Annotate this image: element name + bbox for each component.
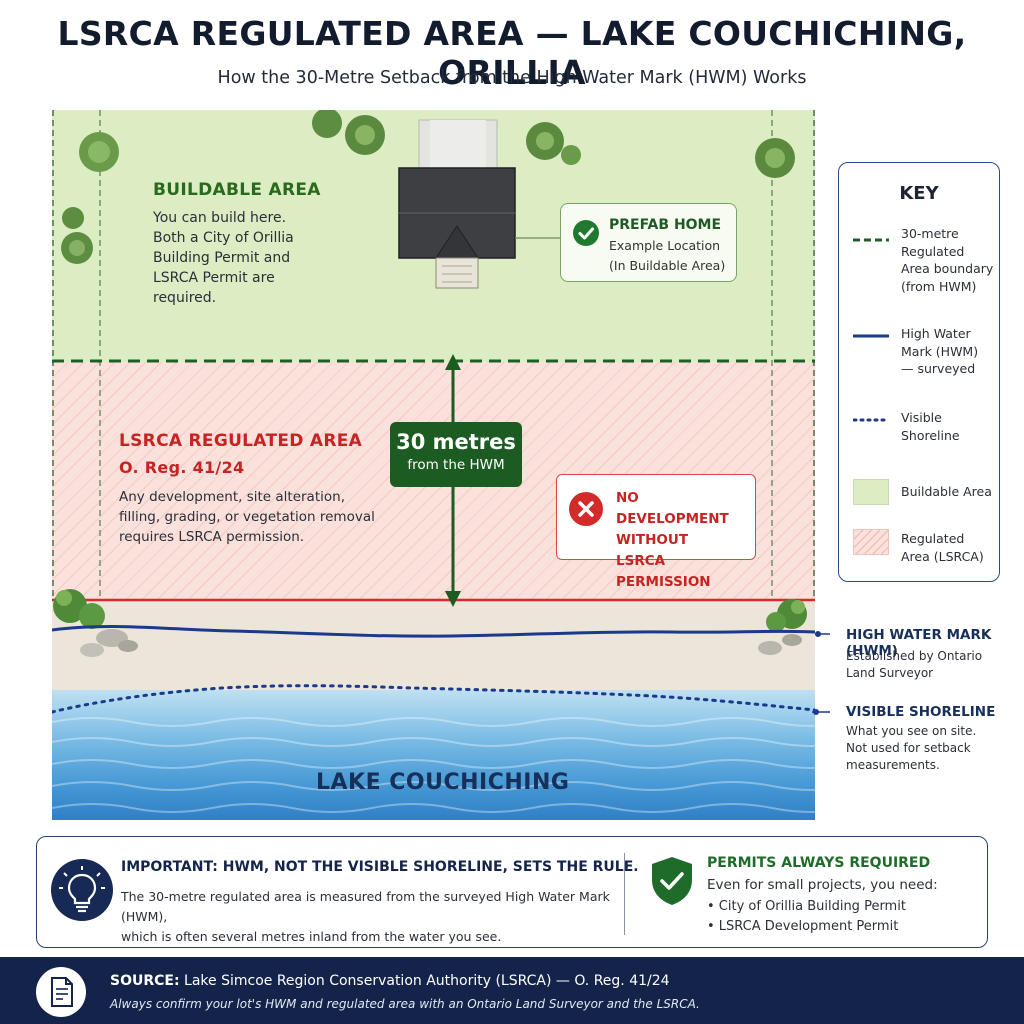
setback-measurement-label: 30 metres from the HWM <box>390 422 522 487</box>
key-label-regulated: Regulated Area (LSRCA) <box>901 531 984 564</box>
important-info-box: IMPORTANT: HWM, NOT THE VISIBLE SHORELIN… <box>36 836 988 948</box>
side-label-connectors <box>812 631 830 715</box>
source-label: SOURCE: <box>110 973 180 989</box>
key-title: KEY <box>899 183 939 204</box>
regulated-area-title: LSRCA REGULATED AREA <box>119 431 363 451</box>
source-line: SOURCE: Lake Simcoe Region Conservation … <box>110 973 670 989</box>
buildable-area-text: You can build here. Both a City of Orill… <box>153 208 294 308</box>
source-note: Always confirm your lot's HWM and regula… <box>110 997 700 1011</box>
lake-name: LAKE COUCHICHING <box>316 770 570 795</box>
info-divider <box>624 853 625 935</box>
regulated-area-text: Any development, site alteration, fillin… <box>119 487 375 547</box>
permit-item: • City of Orillia Building Permit <box>707 899 906 914</box>
hwm-side-text: Established by Ontario Land Surveyor <box>846 648 982 682</box>
no-development-callout: NO DEVELOPMENT WITHOUT LSRCA PERMISSION <box>556 474 756 590</box>
important-text: The 30-metre regulated area is measured … <box>121 887 641 947</box>
prefab-home-line: Example Location <box>609 238 721 253</box>
important-label: IMPORTANT: <box>121 859 218 875</box>
source-text: Lake Simcoe Region Conservation Authorit… <box>184 973 670 989</box>
no-development-line: WITHOUT <box>616 532 689 548</box>
hwm-side-title: HIGH WATER MARK (HWM) <box>846 627 992 659</box>
buildable-line: You can build here. <box>153 210 287 226</box>
important-line: The 30-metre regulated area is measured … <box>121 889 610 924</box>
prefab-home-callout: PREFAB HOME Example Location (In Buildab… <box>560 203 737 282</box>
permits-intro: Even for small projects, you need: <box>707 877 938 893</box>
prefab-home-line: (In Buildable Area) <box>609 258 726 273</box>
permit-item: • LSRCA Development Permit <box>707 919 899 934</box>
prefab-home-roof <box>398 167 516 289</box>
prefab-home-title: PREFAB HOME <box>609 217 722 233</box>
hwm-side-line: Established by Ontario <box>846 649 983 663</box>
buildable-line: Both a City of Orillia <box>153 230 294 246</box>
check-icon <box>573 220 599 246</box>
shoreline-side-text: What you see on site. Not used for setba… <box>846 723 976 774</box>
hwm-side-line: Land Surveyor <box>846 666 934 680</box>
key-label-hwm: High Water Mark (HWM) — surveyed <box>901 326 979 376</box>
key-label-buildable: Buildable Area <box>901 484 992 499</box>
shield-check-icon <box>652 857 692 905</box>
water-waves <box>52 717 815 813</box>
regulated-line: filling, grading, or vegetation removal <box>119 509 375 525</box>
shoreline-side-line: What you see on site. <box>846 724 977 738</box>
visible-shoreline-line <box>52 684 815 714</box>
shoreline-line-swatch <box>853 418 889 422</box>
regulated-area-regulation: O. Reg. 41/24 <box>119 458 245 477</box>
setback-arrow-down <box>445 591 461 607</box>
trees <box>61 110 795 264</box>
no-development-text: NO DEVELOPMENT WITHOUT LSRCA PERMISSION <box>616 488 754 593</box>
high-water-mark-line <box>52 625 815 638</box>
diagram-overlay <box>52 110 815 813</box>
lightbulb-icon <box>51 859 113 921</box>
lake-water <box>52 690 815 820</box>
document-icon <box>36 967 86 1017</box>
important-title: HWM, NOT THE VISIBLE SHORELINE, SETS THE… <box>222 859 639 875</box>
source-footer: SOURCE: Lake Simcoe Region Conservation … <box>0 957 1024 1024</box>
permits-title: PERMITS ALWAYS REQUIRED <box>707 855 931 871</box>
boundary-line-swatch <box>853 238 889 242</box>
key-label-boundary: 30-metre Regulated Area boundary (from H… <box>901 226 994 294</box>
setback-arrow-up <box>445 354 461 370</box>
shoreline-side-line: measurements. <box>846 758 940 772</box>
regulated-swatch <box>853 529 889 555</box>
hwm-line-swatch <box>853 334 889 338</box>
important-line: which is often several metres inland fro… <box>121 929 502 944</box>
buildable-area-title: BUILDABLE AREA <box>153 180 321 200</box>
shoreline-side-title: VISIBLE SHORELINE <box>846 704 996 720</box>
no-development-line: NO DEVELOPMENT <box>616 490 729 527</box>
no-development-line: LSRCA PERMISSION <box>616 553 711 590</box>
important-heading: IMPORTANT: HWM, NOT THE VISIBLE SHORELIN… <box>121 859 639 875</box>
page-title: LSRCA REGULATED AREA — LAKE COUCHICHING,… <box>57 14 967 92</box>
buildable-swatch <box>853 479 889 505</box>
setback-distance: 30 metres <box>396 430 516 454</box>
buildable-line: required. <box>153 290 217 306</box>
regulated-line: requires LSRCA permission. <box>119 529 305 545</box>
buildable-line: LSRCA Permit are <box>153 270 275 286</box>
setback-reference: from the HWM <box>407 457 505 473</box>
close-icon <box>569 492 603 526</box>
legend-key: KEY 30-metre Regulated Area boundary (fr… <box>838 162 1000 582</box>
regulated-line: Any development, site alteration, <box>119 489 345 505</box>
shore-rocks <box>53 589 807 657</box>
shoreline-side-line: Not used for setback <box>846 741 971 755</box>
buildable-line: Building Permit and <box>153 250 291 266</box>
key-label-shoreline: Visible Shoreline <box>901 410 960 443</box>
page-subtitle: How the 30-Metre Setback from the High W… <box>217 68 807 88</box>
